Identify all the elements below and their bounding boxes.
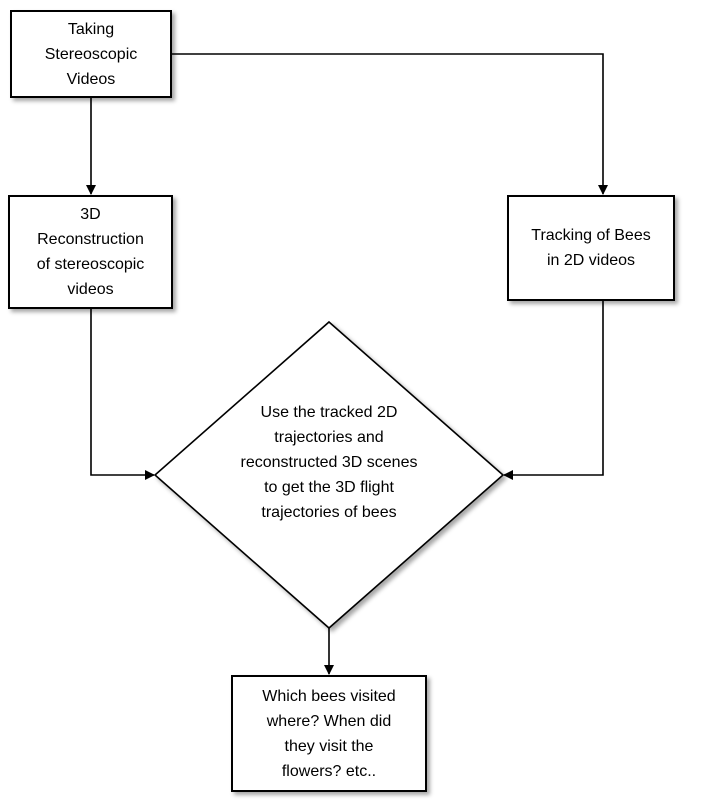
node-label: Which bees visited where? When did they … bbox=[262, 687, 396, 780]
node-label: Taking Stereoscopic Videos bbox=[44, 20, 138, 88]
arrow-reconstruction-to-decision bbox=[90, 309, 155, 480]
decision-label: Use the tracked 2D trajectories and reco… bbox=[240, 404, 418, 521]
node-label: Tracking of Bees in 2D videos bbox=[531, 227, 651, 269]
node-taking-videos: Taking Stereoscopic Videos bbox=[10, 10, 172, 98]
decision-diamond bbox=[153, 320, 505, 630]
node-label: 3D Reconstruction of stereoscopic videos bbox=[36, 206, 145, 298]
arrow-videos-to-tracking bbox=[172, 53, 608, 195]
node-tracking: Tracking of Bees in 2D videos bbox=[507, 195, 675, 301]
arrow-tracking-to-decision bbox=[503, 301, 604, 480]
node-result: Which bees visited where? When did they … bbox=[231, 675, 427, 792]
node-reconstruction: 3D Reconstruction of stereoscopic videos bbox=[8, 195, 173, 309]
